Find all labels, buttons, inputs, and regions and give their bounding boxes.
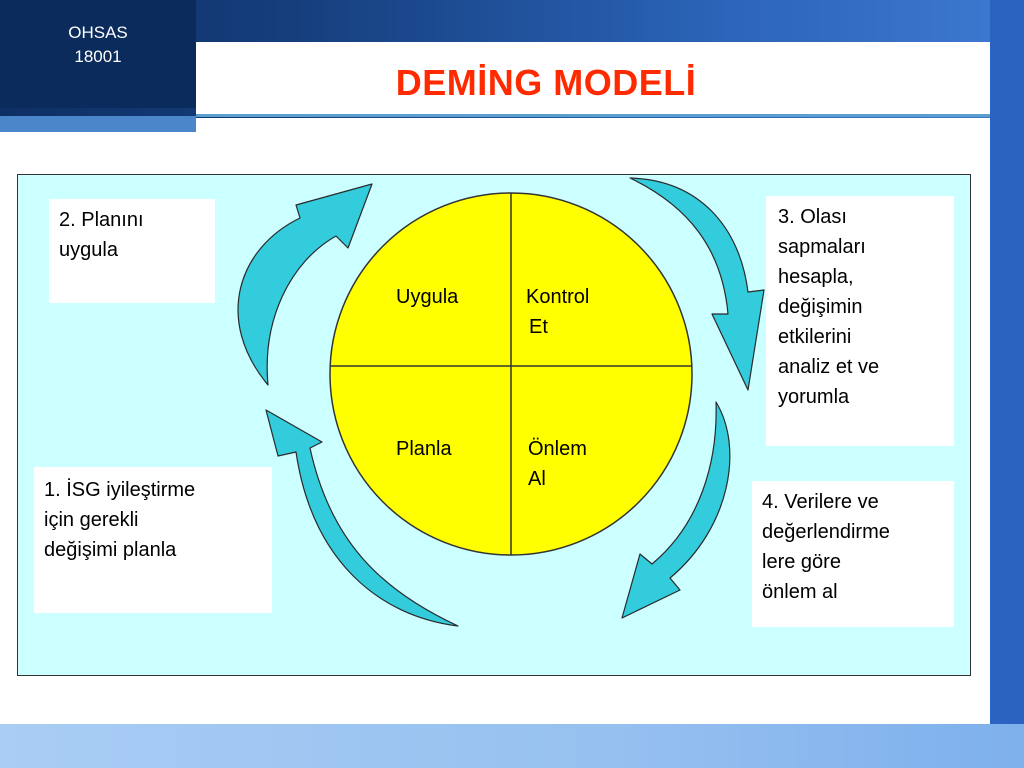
step-4-line-3: lere göre xyxy=(762,551,841,573)
quadrant-act-line-2: Al xyxy=(528,468,546,490)
right-accent-bar xyxy=(990,0,1024,748)
ohsas-logo: OHSAS 18001 xyxy=(0,0,196,108)
logo-line-2: 18001 xyxy=(74,47,122,66)
step-4-note: 4. Verilere ve değerlendirme lere göre ö… xyxy=(752,481,954,627)
quadrant-check-line-1: Kontrol xyxy=(526,286,590,308)
step-3-note: 3. Olası sapmaları hesapla, değişimin et… xyxy=(766,196,954,446)
title-panel xyxy=(196,42,990,116)
quadrant-do-label: Uygula xyxy=(396,286,459,308)
step-1-note: 1. İSG iyileştirme için gerekli değişimi… xyxy=(34,467,272,613)
step-3-line-1: 3. Olası xyxy=(778,206,847,228)
step-3-line-7: yorumla xyxy=(778,386,850,408)
step-2-line-2: uygula xyxy=(59,239,118,261)
step-3-line-6: analiz et ve xyxy=(778,356,880,378)
step-1-line-2: için gerekli xyxy=(44,509,139,531)
step-4-line-1: 4. Verilere ve xyxy=(762,491,879,513)
step-3-line-4: değişimin xyxy=(778,296,863,318)
cycle-arrow-upper-left-icon xyxy=(237,183,373,386)
logo-stripe xyxy=(0,116,196,132)
slide-title: DEMİNG MODELİ xyxy=(395,62,697,103)
step-3-line-5: etkilerini xyxy=(778,326,852,348)
cycle-arrow-lower-left-icon xyxy=(265,409,459,627)
logo-line-1: OHSAS xyxy=(68,23,128,42)
step-2-line-1: 2. Planını xyxy=(59,209,144,231)
step-2-note: 2. Planını uygula xyxy=(49,199,215,303)
quadrant-check-line-2: Et xyxy=(529,316,548,338)
cycle-arrow-lower-right-icon xyxy=(621,401,731,619)
footer-band xyxy=(0,724,1024,768)
step-3-line-3: hesapla, xyxy=(778,266,854,288)
step-3-line-2: sapmaları xyxy=(778,236,866,258)
step-4-line-4: önlem al xyxy=(762,581,838,603)
step-1-line-3: değişimi planla xyxy=(44,539,177,561)
step-4-line-2: değerlendirme xyxy=(762,521,890,543)
title-divider xyxy=(196,114,1024,117)
quadrant-act-label: Önlem Al xyxy=(528,434,618,494)
step-1-line-1: 1. İSG iyileştirme xyxy=(44,479,196,501)
quadrant-act-line-1: Önlem xyxy=(528,438,587,460)
quadrant-check-label: Kontrol Et xyxy=(526,282,626,342)
quadrant-plan-label: Planla xyxy=(396,438,452,460)
cycle-arrow-upper-right-icon xyxy=(629,177,765,391)
